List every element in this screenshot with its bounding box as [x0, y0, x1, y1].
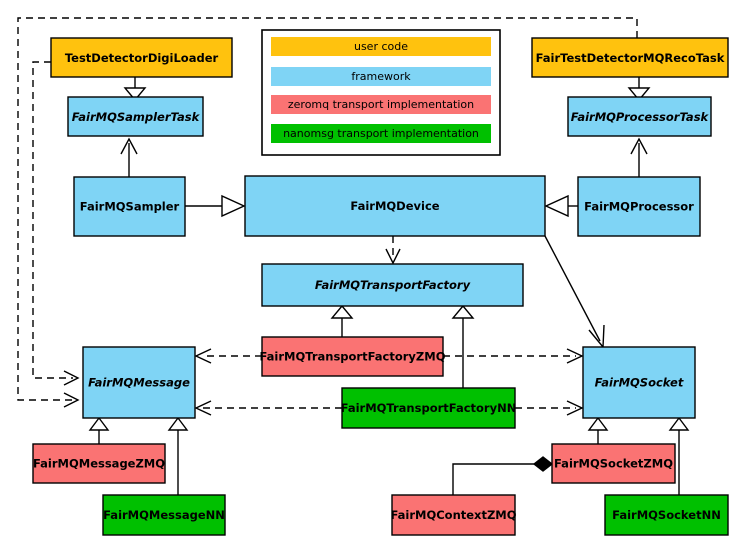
node-label: FairMQSocketZMQ	[554, 457, 673, 471]
edge-device-socket	[544, 235, 601, 342]
node-FairMQTransportFactoryNN[interactable]: FairMQTransportFactoryNN	[341, 387, 517, 429]
node-label: FairMQMessage	[88, 376, 190, 390]
node-FairMQSamplerTask[interactable]: FairMQSamplerTask	[67, 96, 204, 137]
node-box[interactable]	[551, 443, 676, 484]
arrowhead-open-tfnn-socket	[566, 400, 584, 416]
node-FairTestDetectorMQRecoTask[interactable]: FairTestDetectorMQRecoTask	[531, 37, 729, 78]
node-box[interactable]	[531, 37, 729, 78]
node-label: FairMQTransportFactory	[315, 278, 471, 292]
edges-layer	[17, 17, 690, 495]
arrowhead-triangle-recotask-processortask	[627, 87, 651, 102]
arrowhead-triangle-processor-device	[544, 194, 569, 218]
arrowhead-open-tfnn-message	[194, 400, 212, 416]
edge-digiloader-to-message	[32, 61, 73, 379]
arrowhead-triangle-digiloader-samplertask	[123, 87, 147, 102]
diamond-contextzmq-socketzmq	[532, 456, 554, 472]
arrowhead-open-recotask-message	[63, 392, 80, 408]
arrowhead-triangle-tfnn-transportfactory	[451, 304, 475, 319]
arrowhead-triangle-socketzmq-socket	[587, 416, 609, 431]
node-FairMQSocketZMQ[interactable]: FairMQSocketZMQ	[551, 443, 676, 484]
node-box[interactable]	[577, 176, 701, 237]
node-FairMQSampler[interactable]: FairMQSampler	[73, 176, 186, 237]
legend-swatch	[271, 95, 491, 114]
arrowhead-open-tfzmq-message	[194, 348, 212, 364]
node-box[interactable]	[341, 387, 516, 429]
arrowhead-triangle-messagenn-message	[167, 416, 189, 431]
node-label: FairMQContextZMQ	[390, 508, 516, 522]
node-label: FairMQSocket	[595, 376, 684, 390]
node-FairMQDevice[interactable]: FairMQDevice	[244, 175, 546, 237]
node-box[interactable]	[582, 346, 696, 419]
arrowhead-open-processor-processortask	[630, 137, 648, 155]
node-FairMQSocket[interactable]: FairMQSocket	[582, 346, 696, 419]
node-label: FairMQSamplerTask	[72, 110, 201, 124]
node-label: FairMQProcessor	[584, 200, 694, 214]
node-box[interactable]	[73, 176, 186, 237]
legend-label: zeromq transport implementation	[288, 98, 474, 111]
legend-label: nanomsg transport implementation	[283, 127, 479, 140]
node-FairMQMessage[interactable]: FairMQMessage	[82, 346, 196, 419]
node-FairMQProcessor[interactable]: FairMQProcessor	[577, 176, 701, 237]
node-FairMQMessageNN[interactable]: FairMQMessageNN	[102, 494, 226, 536]
arrowhead-triangle-socketnn-socket	[668, 416, 690, 431]
node-box[interactable]	[82, 346, 196, 419]
node-label: FairMQProcessorTask	[571, 110, 710, 124]
node-FairMQTransportFactoryZMQ[interactable]: FairMQTransportFactoryZMQ	[259, 336, 446, 377]
node-FairMQSocketNN[interactable]: FairMQSocketNN	[604, 494, 729, 536]
node-FairMQMessageZMQ[interactable]: FairMQMessageZMQ	[32, 443, 166, 484]
node-FairMQTransportFactory[interactable]: FairMQTransportFactory	[261, 263, 524, 307]
node-box[interactable]	[391, 494, 516, 536]
node-label: FairMQMessageNN	[103, 508, 225, 522]
arrowhead-triangle-messagezmq-message	[88, 416, 110, 431]
node-box[interactable]	[604, 494, 729, 536]
legend-swatch	[271, 124, 491, 143]
legend-label: framework	[351, 70, 411, 83]
legend-item-nanomsg: nanomsg transport implementation	[271, 124, 491, 143]
node-box[interactable]	[102, 494, 226, 536]
arrowhead-open-device-transportfactory	[385, 248, 401, 265]
node-label: FairMQTransportFactoryZMQ	[259, 350, 445, 364]
node-label: FairMQTransportFactoryNN	[341, 401, 517, 415]
node-box[interactable]	[67, 96, 204, 137]
arrowhead-triangle-tfzmq-transportfactory	[330, 304, 354, 319]
node-label: FairMQDevice	[350, 199, 439, 213]
arrowhead-open-sampler-samplertask	[120, 137, 138, 155]
node-label: FairTestDetectorMQRecoTask	[536, 51, 725, 65]
node-TestDetectorDigiLoader[interactable]: TestDetectorDigiLoader	[50, 37, 233, 78]
legend-swatch	[271, 67, 491, 86]
node-label: FairMQSampler	[80, 200, 180, 214]
legend-item-framework: framework	[271, 67, 491, 86]
node-box[interactable]	[32, 443, 166, 484]
nodes-layer: TestDetectorDigiLoader FairTestDetectorM…	[32, 37, 729, 536]
edge-recotask-to-message	[17, 17, 638, 401]
arrowhead-open-tfzmq-socket	[566, 348, 584, 364]
node-box[interactable]	[50, 37, 233, 78]
node-box[interactable]	[567, 96, 712, 137]
node-FairMQProcessorTask[interactable]: FairMQProcessorTask	[567, 96, 712, 137]
legend: user code framework zeromq transport imp…	[261, 29, 501, 156]
arrowhead-open-device-socket	[588, 324, 605, 349]
node-FairMQContextZMQ[interactable]: FairMQContextZMQ	[390, 494, 517, 536]
edge-contextzmq-socketzmq	[452, 463, 534, 495]
legend-swatch	[271, 37, 491, 56]
node-label: FairMQMessageZMQ	[33, 457, 165, 471]
node-box[interactable]	[261, 336, 444, 377]
node-label: TestDetectorDigiLoader	[65, 51, 219, 65]
legend-item-user-code: user code	[271, 37, 491, 56]
node-label: FairMQSocketNN	[612, 508, 721, 522]
arrowhead-triangle-sampler-device	[221, 194, 246, 218]
node-box[interactable]	[244, 175, 546, 237]
arrowhead-open-digiloader-message	[63, 370, 80, 386]
legend-label: user code	[354, 40, 408, 53]
node-box[interactable]	[261, 263, 524, 307]
legend-item-zeromq: zeromq transport implementation	[271, 95, 491, 114]
